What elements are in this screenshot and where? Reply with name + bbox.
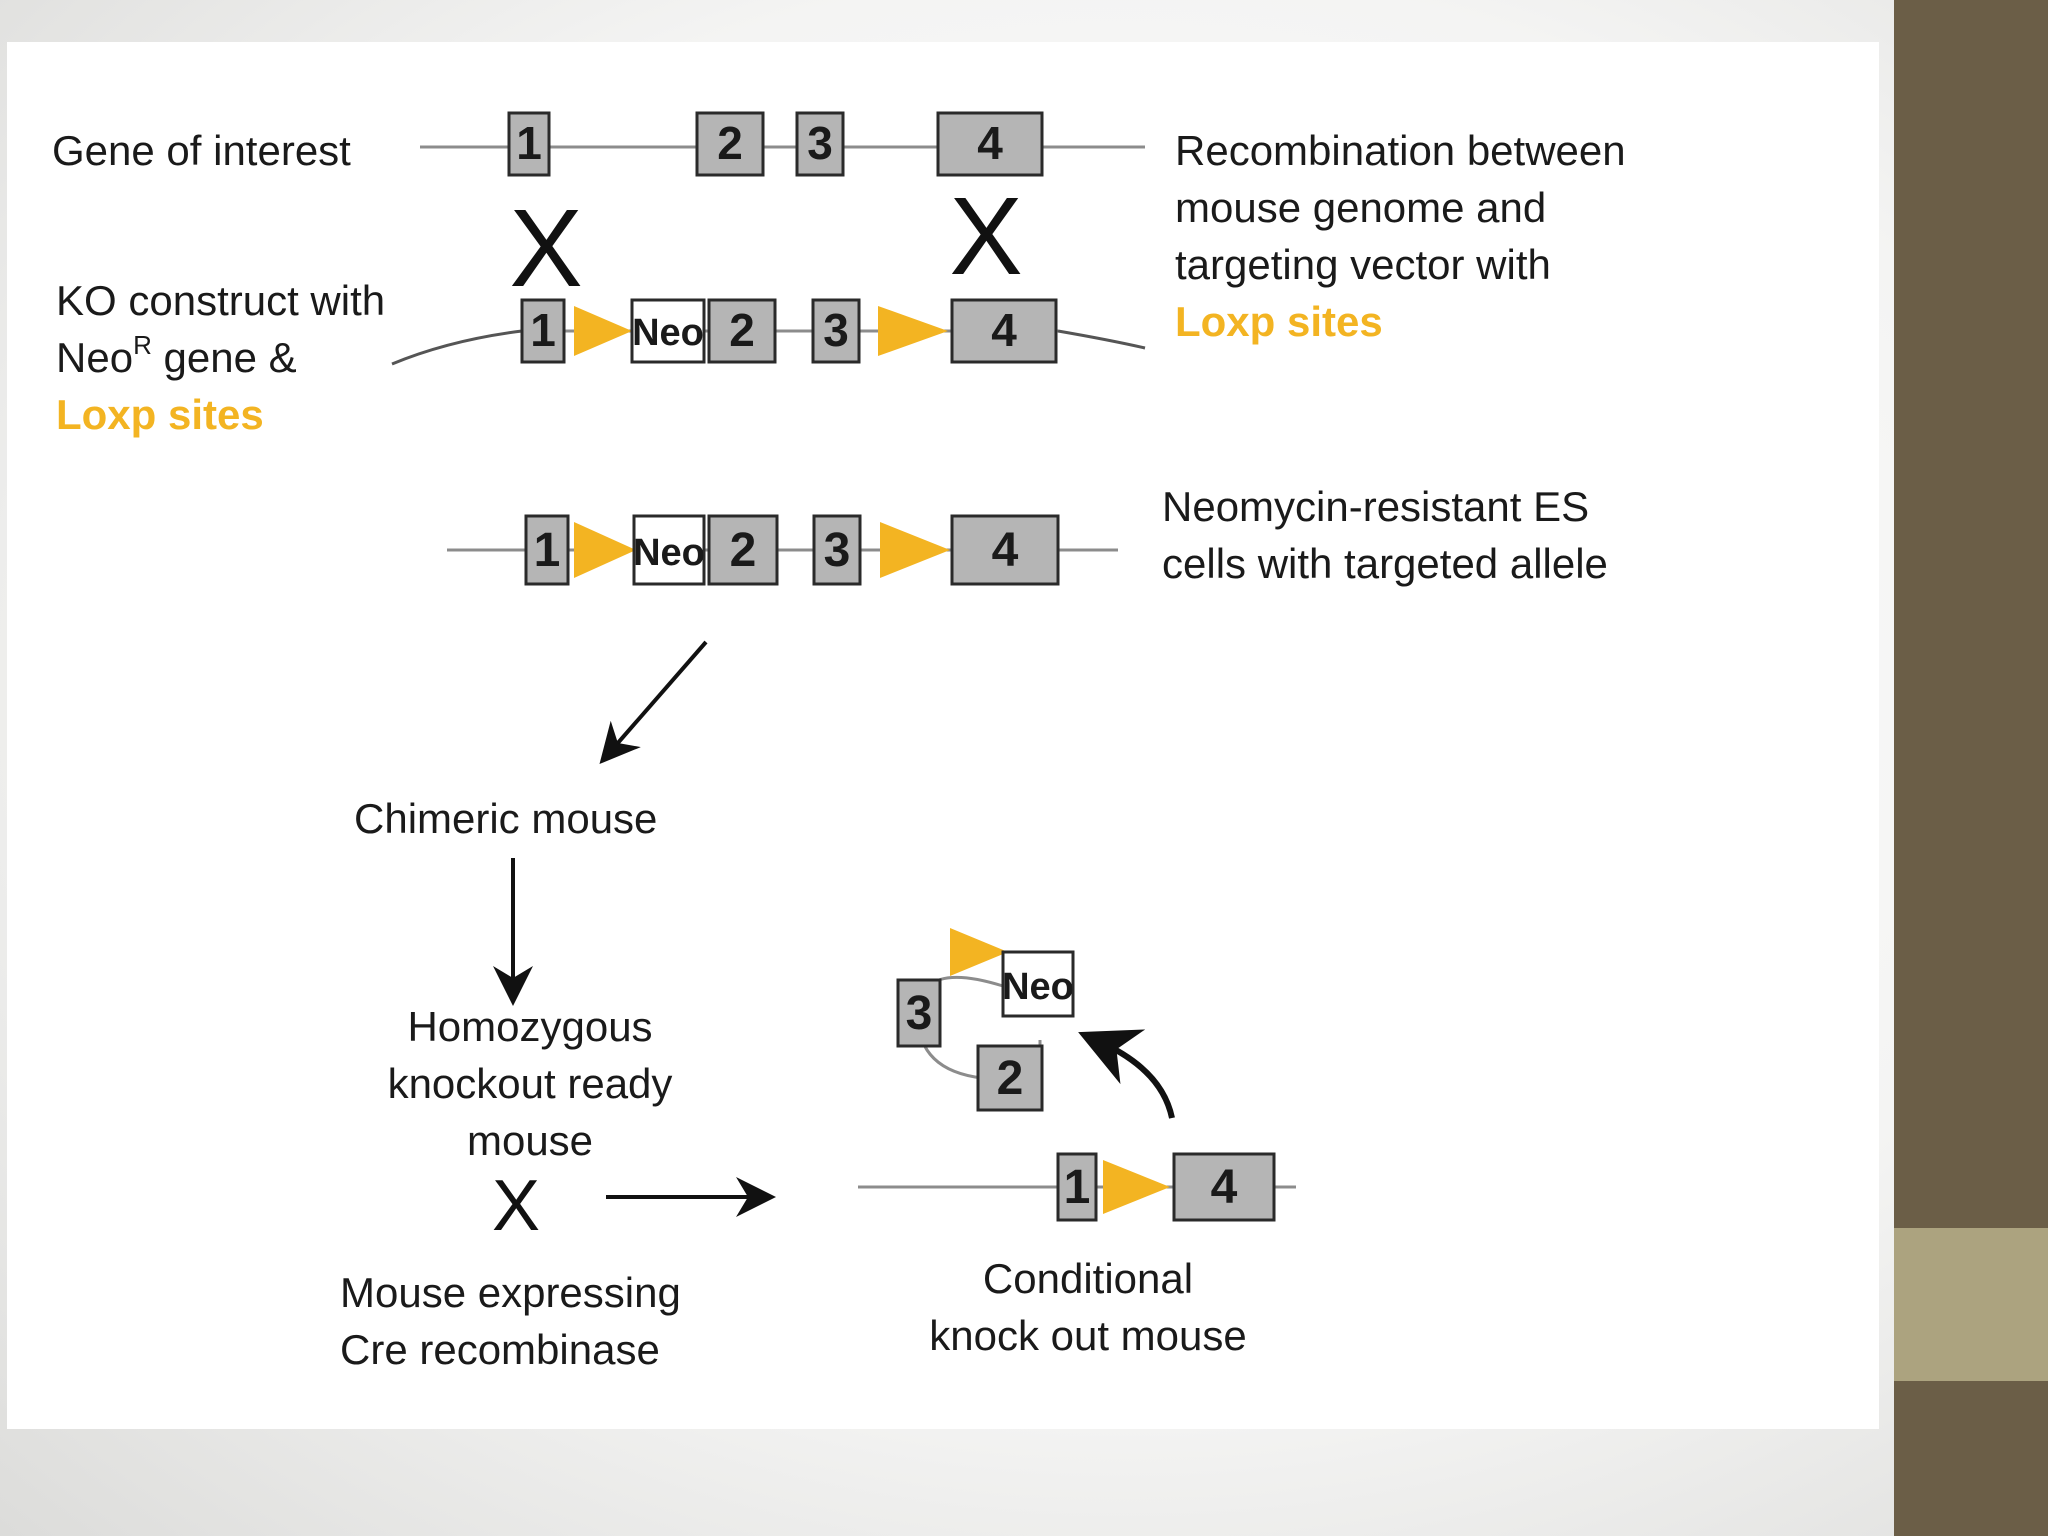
- targeted-allele-row: 1 Neo 2 3 4: [447, 514, 1118, 586]
- exon-3: 3: [896, 978, 942, 1048]
- exon-4: 4: [936, 111, 1044, 177]
- exon-3: 3: [795, 111, 845, 177]
- exon-1: 1: [520, 298, 566, 364]
- exon-2: 2: [707, 298, 777, 364]
- neo-cassette: Neo: [632, 514, 706, 586]
- exon-4: 4: [950, 514, 1060, 586]
- content-panel: [7, 42, 1879, 1429]
- ko-construct-line2: NeoR gene &: [56, 329, 385, 386]
- neo-label: Neo: [632, 312, 704, 354]
- gene-text: gene &: [151, 334, 297, 381]
- exon-3-label: 3: [824, 524, 851, 577]
- crossover-mark-left: X: [509, 187, 582, 310]
- gene-of-interest-label: Gene of interest: [52, 127, 351, 174]
- vector-backbone-right: [1057, 329, 1146, 350]
- exon-3: 3: [811, 298, 861, 364]
- exon-4: 4: [1172, 1152, 1276, 1222]
- exon-1-label: 1: [530, 304, 556, 356]
- exon-4-label: 4: [992, 524, 1019, 577]
- exon-2-label: 2: [997, 1052, 1024, 1105]
- neo-label: Neo: [633, 532, 705, 574]
- exon-3: 3: [812, 514, 862, 586]
- loxp-site-icon: [880, 522, 950, 578]
- exon-3-label: 3: [807, 117, 833, 169]
- recombination-label: Recombination between mouse genome and t…: [1175, 122, 1626, 350]
- exon-4: 4: [950, 298, 1058, 364]
- recomb-line3: targeting vector with: [1175, 241, 1551, 288]
- exon-4-label: 4: [991, 304, 1017, 356]
- exon-2: 2: [976, 1044, 1044, 1112]
- loxp-site-icon: [574, 306, 632, 356]
- exon-4-label: 4: [977, 117, 1003, 169]
- loxp-site-icon: [950, 928, 1008, 976]
- exon-1: 1: [1056, 1152, 1098, 1222]
- exon-2-label: 2: [729, 304, 755, 356]
- neo-text: Neo: [56, 334, 134, 381]
- neo-resistant-line1: Neomycin-resistant ES: [1162, 483, 1590, 530]
- neo-superscript: R: [133, 330, 152, 360]
- neo-cassette: Neo: [630, 298, 706, 364]
- neo-resistant-line2: cells with targeted allele: [1162, 540, 1608, 587]
- cre-line2: Cre recombinase: [340, 1326, 660, 1373]
- exon-3-label: 3: [906, 987, 933, 1040]
- exon-1: 1: [524, 514, 570, 586]
- neo-cassette: Neo: [1001, 950, 1075, 1018]
- arrow-excision: [1078, 1029, 1175, 1119]
- ko-construct-row: 1 Neo 2 3 4: [391, 298, 1146, 366]
- exon-3-label: 3: [823, 304, 849, 356]
- homozygous-line1: Homozygous: [407, 1003, 653, 1050]
- conditional-line1: Conditional: [982, 1255, 1194, 1302]
- arrow-to-chimeric: [599, 640, 708, 765]
- vector-backbone-left: [391, 329, 523, 366]
- homozygous-line2: knockout ready: [387, 1060, 673, 1107]
- ko-construct-line1: KO construct with: [56, 277, 386, 324]
- excised-circle: Neo 3 2: [896, 928, 1075, 1112]
- neo-resistant-label: Neomycin-resistant ES cells with targete…: [1162, 478, 1608, 592]
- exon-1-label: 1: [516, 117, 542, 169]
- ko-loxp-label: Loxp sites: [56, 391, 264, 438]
- exon-2-label: 2: [717, 117, 743, 169]
- cross-symbol: X: [492, 1166, 540, 1246]
- cre-mouse-label: Mouse expressing Cre recombinase: [340, 1264, 681, 1378]
- homozygous-line3: mouse: [466, 1117, 594, 1164]
- loxp-site-icon: [1103, 1160, 1170, 1214]
- conditional-line2: knock out mouse: [929, 1312, 1247, 1359]
- conditional-ko-label: Conditional knock out mouse: [888, 1250, 1288, 1364]
- crossover-mark-right: X: [949, 175, 1022, 298]
- exon-1-label: 1: [534, 524, 561, 577]
- exon-1: 1: [507, 111, 551, 177]
- sidebar-accent-block: [1894, 1228, 2048, 1381]
- gene-of-interest-row: 1 2 3 4: [420, 111, 1145, 177]
- exon-4-label: 4: [1211, 1161, 1238, 1214]
- loxp-site-icon: [574, 522, 636, 578]
- exon-2: 2: [707, 514, 779, 586]
- neo-label: Neo: [1002, 966, 1074, 1008]
- exon-2-label: 2: [730, 524, 757, 577]
- chimeric-mouse-label: Chimeric mouse: [354, 795, 658, 842]
- conditional-allele-row: 1 4: [858, 1152, 1296, 1222]
- homozygous-label: Homozygous knockout ready mouse: [330, 998, 730, 1169]
- exon-1-label: 1: [1064, 1161, 1091, 1214]
- ko-construct-label: KO construct with NeoR gene & Loxp sites: [56, 272, 385, 443]
- cre-line1: Mouse expressing: [340, 1269, 681, 1316]
- recomb-line2: mouse genome and: [1175, 184, 1547, 231]
- loxp-site-icon: [878, 306, 948, 356]
- exon-2: 2: [695, 111, 765, 177]
- recomb-loxp-label: Loxp sites: [1175, 298, 1383, 345]
- recomb-line1: Recombination between: [1175, 127, 1626, 174]
